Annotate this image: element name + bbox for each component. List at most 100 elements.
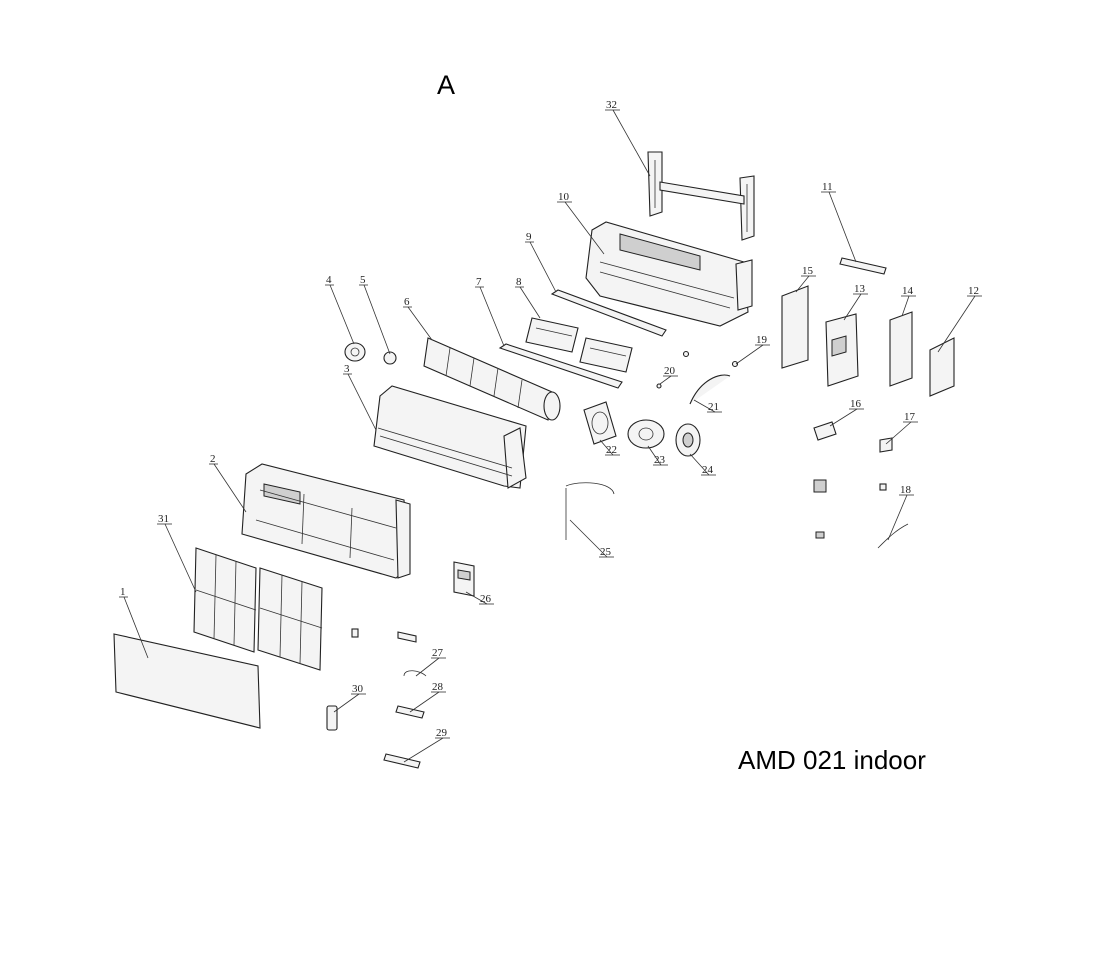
callout-number: 13 bbox=[854, 283, 866, 295]
callout-20: 20 bbox=[659, 365, 678, 385]
callout-number: 11 bbox=[822, 181, 833, 193]
part-fittings bbox=[351, 628, 427, 769]
callout-leader bbox=[828, 191, 857, 263]
callout-leader bbox=[347, 373, 377, 431]
callout-number: 19 bbox=[756, 334, 768, 346]
callout-number: 22 bbox=[606, 444, 617, 456]
callout-leader bbox=[329, 284, 355, 345]
callout-number: 28 bbox=[432, 681, 444, 693]
callout-21: 21 bbox=[693, 399, 722, 413]
callout-leader bbox=[123, 596, 149, 659]
callout-leader bbox=[795, 275, 810, 293]
sheet-letter: A bbox=[437, 70, 456, 100]
callout-leader bbox=[407, 306, 433, 341]
callout-number: 5 bbox=[360, 274, 366, 286]
part-bearing-holder bbox=[344, 342, 366, 362]
part-pcb bbox=[889, 311, 913, 387]
sheet-caption: AMD 021 indoor bbox=[738, 745, 926, 775]
callout-number: 4 bbox=[326, 274, 332, 286]
callout-7: 7 bbox=[475, 276, 505, 347]
callout-number: 24 bbox=[702, 464, 714, 476]
callout-1: 1 bbox=[119, 586, 149, 659]
callout-number: 21 bbox=[708, 401, 719, 413]
callout-leader bbox=[479, 286, 505, 347]
callout-leader bbox=[415, 657, 440, 677]
part-screw bbox=[656, 350, 739, 389]
callout-number: 25 bbox=[600, 546, 612, 558]
callout-25: 25 bbox=[569, 519, 614, 558]
callout-number: 23 bbox=[654, 454, 666, 466]
callout-leader bbox=[612, 109, 651, 177]
part-front-frame bbox=[241, 463, 411, 579]
part-chassis bbox=[585, 221, 753, 327]
callout-leader bbox=[937, 295, 976, 353]
callout-30: 30 bbox=[333, 683, 366, 713]
callout-13: 13 bbox=[843, 283, 868, 321]
part-crossflow-fan bbox=[423, 337, 561, 421]
callout-number: 2 bbox=[210, 453, 216, 465]
callout-leader bbox=[843, 293, 862, 321]
callout-number: 32 bbox=[606, 99, 617, 111]
callout-16: 16 bbox=[829, 398, 864, 427]
callout-leader bbox=[647, 445, 662, 466]
callout-19: 19 bbox=[735, 334, 770, 365]
callout-leader bbox=[693, 399, 716, 413]
callout-leader bbox=[529, 241, 557, 293]
callout-number: 26 bbox=[480, 593, 492, 605]
callout-number: 7 bbox=[476, 276, 482, 288]
callout-number: 9 bbox=[526, 231, 532, 243]
callout-22: 22 bbox=[599, 439, 620, 456]
callout-number: 30 bbox=[352, 683, 364, 695]
callout-number: 10 bbox=[558, 191, 570, 203]
part-electric-box bbox=[825, 313, 859, 387]
callout-24: 24 bbox=[689, 453, 716, 476]
callout-leader bbox=[465, 591, 488, 605]
callout-number: 14 bbox=[902, 285, 914, 297]
callout-26: 26 bbox=[465, 591, 494, 605]
callout-8: 8 bbox=[515, 276, 541, 319]
part-brackets bbox=[813, 421, 893, 539]
callout-23: 23 bbox=[647, 445, 668, 466]
callout-leader bbox=[569, 519, 608, 558]
callout-leader bbox=[333, 693, 360, 713]
callout-leader bbox=[564, 201, 605, 255]
callout-number: 16 bbox=[850, 398, 862, 410]
part-fan-motor bbox=[627, 419, 665, 449]
callout-29: 29 bbox=[403, 727, 450, 763]
part-cover-plate bbox=[929, 337, 955, 397]
callout-27: 27 bbox=[415, 647, 446, 677]
callout-17: 17 bbox=[885, 411, 918, 445]
callout-12: 12 bbox=[937, 285, 982, 353]
callout-number: 12 bbox=[968, 285, 979, 297]
callout-number: 20 bbox=[664, 365, 676, 377]
part-display-box bbox=[453, 561, 475, 597]
callout-number: 6 bbox=[404, 296, 410, 308]
callout-11: 11 bbox=[821, 181, 857, 263]
callout-9: 9 bbox=[525, 231, 557, 293]
part-motor-cover bbox=[675, 423, 701, 457]
part-power-cable bbox=[877, 523, 909, 549]
callout-leader bbox=[409, 691, 440, 713]
callout-leader bbox=[213, 463, 247, 513]
callout-number: 18 bbox=[900, 484, 912, 496]
callout-number: 1 bbox=[120, 586, 126, 598]
callout-28: 28 bbox=[409, 681, 446, 713]
part-bearing bbox=[383, 351, 397, 365]
callout-number: 31 bbox=[158, 513, 169, 525]
part-air-filters bbox=[193, 547, 323, 671]
callout-leader bbox=[735, 344, 764, 365]
callout-32: 32 bbox=[605, 99, 651, 177]
callout-leader bbox=[829, 408, 858, 427]
callout-6: 6 bbox=[403, 296, 433, 341]
callout-leader bbox=[887, 494, 908, 541]
callout-leader bbox=[363, 284, 391, 355]
part-louver-set bbox=[525, 317, 633, 373]
part-evaporator bbox=[373, 385, 527, 489]
part-wall-mounting-plate bbox=[647, 151, 755, 241]
callout-15: 15 bbox=[795, 265, 816, 293]
callout-number: 3 bbox=[344, 363, 350, 375]
callout-31: 31 bbox=[157, 513, 197, 593]
callout-18: 18 bbox=[887, 484, 914, 541]
part-sensor bbox=[839, 257, 887, 275]
callout-leader bbox=[599, 439, 614, 456]
